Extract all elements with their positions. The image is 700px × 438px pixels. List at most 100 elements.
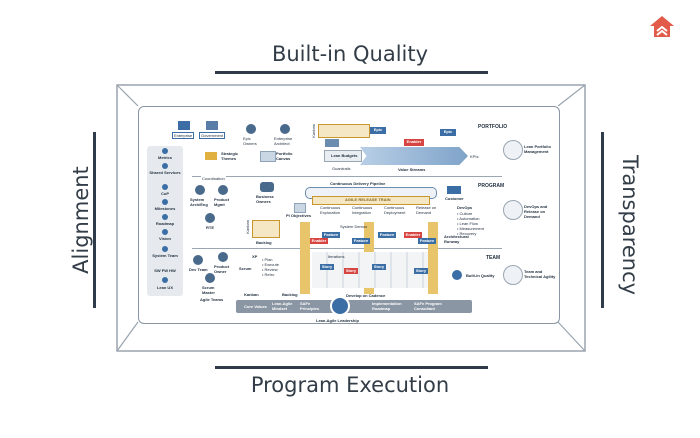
xp-label: XP [252,254,258,259]
feature-box-1: Feature [322,232,340,238]
product-mgmt-label: Product Mgmt [214,197,230,207]
safe-principles-label: SAFe Principles [300,301,320,311]
dev-team-icon [193,255,203,265]
dev-team-label: Dev Team [189,267,208,272]
business-owners-icon [260,182,274,192]
built-in-quality-text: Built-In Quality [466,273,495,278]
art-label: AGILE RELEASE TRAIN [345,197,391,202]
team-technical-agility-label: Team and Technical Agility [524,269,556,279]
lean-agile-mindset-label: Lean-Agile Mindset [272,301,293,311]
sidebar-item-lean-ux: Lean UX [156,285,173,290]
sidebar-item-cop: CoP [161,191,169,196]
team-section-label: TEAM [486,255,501,261]
xp-item-plan: • Plan [262,257,273,262]
rte-icon [205,213,215,223]
scrum-label: Scrum [239,266,252,271]
epic-owners-label: Epic Owners [243,136,257,146]
brand-logo-icon [650,16,674,37]
alignment-label: Alignment [69,166,93,274]
product-owner-icon [218,252,228,262]
government-label: Government [199,132,226,139]
iterations-grid [312,252,428,288]
lean-ux-icon [162,277,168,283]
sidebar-item-sw-fw-hw: SW FW HW [154,268,176,273]
value-streams-band [360,147,468,165]
devops-item-culture: • Culture [457,211,473,216]
devops-label: DevOps [457,205,473,210]
devops-item-automation: • Automation [457,216,480,221]
system-team-icon [162,246,168,252]
safe-consultant-label: SAFe Program Consultant [414,301,442,311]
bottom-divider [215,366,488,369]
devops-icon [447,186,461,194]
program-increment-column-3 [428,222,438,294]
program-execution-label: Program Execution [250,373,450,397]
xp-item-review: • Review [262,267,278,272]
xp-item-retro: • Retro [262,272,275,277]
story-box-4: Story [414,268,428,274]
left-divider [93,132,96,308]
story-box-1: Story [320,264,334,270]
room-perspective [116,84,586,352]
devops-release-label: DevOps and Release on Demand [524,204,548,219]
government-icon [206,121,218,130]
leadership-icon [330,296,350,316]
business-owners-label: Business Owners [256,194,274,204]
team-kanban-label: Kanban [244,292,259,297]
top-divider [215,71,488,74]
sidebar-item-vision: Vision [159,236,171,241]
sidebar-item-shared-services: Shared Services [149,170,181,175]
value-streams-label: Value Streams [398,167,426,172]
portfolio-program-separator [192,176,502,177]
system-arch-icon [195,185,205,195]
system-arch-label: System Arch/Eng [190,197,208,207]
right-divider [601,132,604,308]
story-box-2: Story [344,268,358,274]
metrics-icon [162,148,168,154]
lean-portfolio-management-label: Lean Portfolio Management [524,144,551,154]
feature-box-2: Feature [352,238,370,244]
devops-release-icon [503,200,523,220]
portfolio-canvas-icon [260,151,276,162]
implementation-roadmap-label: Implementation Roadmap [372,301,402,311]
continuous-delivery-pipeline-label: Continuous Delivery Pipeline [330,181,386,186]
devops-item-recovery: • Recovery [457,231,477,236]
feature-box-3: Feature [378,232,396,238]
enterprise-architect-icon [280,124,290,134]
roadmap-icon [162,214,168,220]
milestones-icon [162,199,168,205]
portfolio-canvas-label: Portfolio Canvas [276,151,293,161]
built-in-quality-label: Built-in Quality [271,42,429,66]
team-technical-agility-icon [503,265,523,285]
portfolio-enabler-box: Enabler [404,139,424,146]
guardrails-label: Guardrails [332,166,351,171]
portfolio-kanban-board [318,124,370,138]
devops-item-measurement: • Measurement [457,226,484,231]
cop-icon [162,184,168,190]
agile-teams-label: Agile Teams [200,297,224,302]
lean-budgets-panel [324,150,362,162]
pi-objectives-icon [294,203,306,213]
epic-box: Epic [370,127,386,134]
release-on-demand-label: Release on Demand [416,205,437,215]
program-backlog-label: Backlog [256,240,272,245]
rte-label: RTE [206,225,214,230]
continuous-deployment-label: Continuous Deployment [384,205,406,215]
customer-label: Customer [445,196,464,201]
program-team-separator [192,248,502,249]
built-in-quality-icon [452,270,462,280]
program-enabler-box: Enabler [310,238,328,244]
program-section-label: PROGRAM [478,183,505,189]
enterprise-label: Enterprise [172,132,195,139]
lean-portfolio-management-icon [503,140,523,160]
sidebar-item-system-team: System Team [152,253,178,258]
spanning-palette: Metrics Shared Services CoP Milestones R… [147,146,183,296]
continuous-integration-label: Continuous Integration [352,205,373,215]
feature-box-4: Feature [418,238,436,244]
devops-item-lean-flow: • Lean Flow [457,221,478,226]
core-values-label: Core Values [244,304,267,309]
system-demos-label: System Demos [340,224,368,229]
coordination-label: Coordination [201,176,226,181]
program-kanban-label: Kanban [245,220,250,234]
kpis-label: KPIs [470,154,479,159]
